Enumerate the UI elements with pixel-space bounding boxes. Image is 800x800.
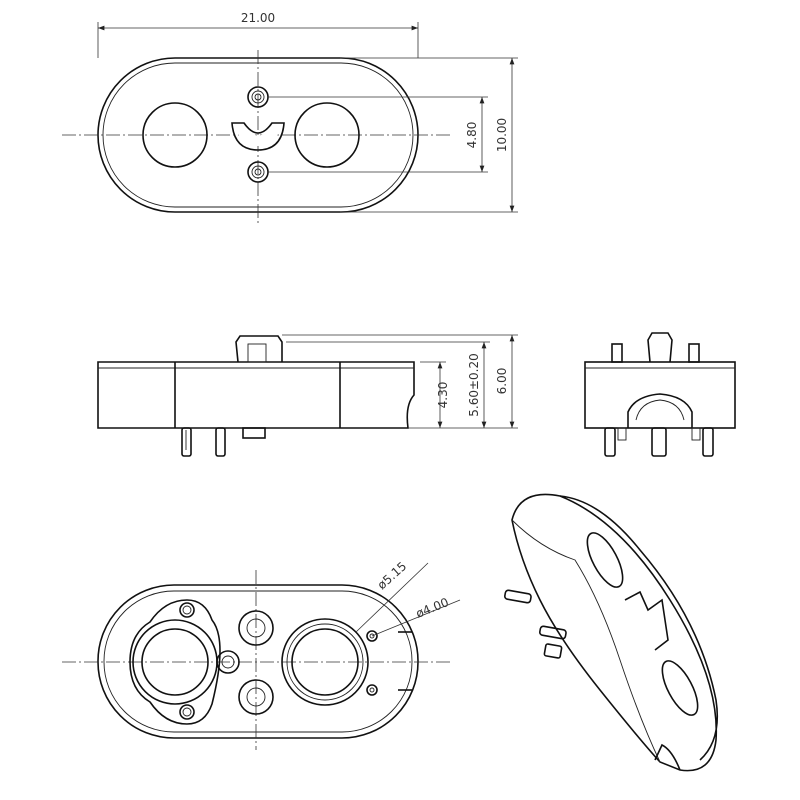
iso-top-face [559,495,719,761]
front-body [97,361,415,429]
dim-6: 6.00 [495,368,509,395]
side-body [584,361,736,429]
left-hole [142,102,208,168]
dim-dia-5-15: ø5.15 [375,559,410,592]
right-socket [291,628,359,696]
iso-pin-2 [539,625,567,640]
side-boss [647,332,673,363]
front-boss [235,335,283,363]
leader-4-00 [371,599,461,637]
dim-4-80: 4.80 [465,122,479,149]
bottom-outline [97,584,419,739]
iso-boss [624,590,669,651]
iso-notch [654,743,681,771]
left-socket [141,628,209,696]
dim-dia-4-00: ø4.00 [414,595,451,621]
dim-4-30: 4.30 [436,382,450,409]
crescent-key [231,122,285,151]
isometric-view [504,493,719,772]
iso-pin-3 [543,643,563,659]
iso-side-wall [511,493,718,772]
bottom-view: ø5.15 ø4.00 [62,559,461,750]
front-pins [181,427,266,457]
leader-5-15 [355,562,429,633]
dim-10: 10.00 [495,118,509,152]
dim-21: 21.00 [241,11,275,25]
side-view [584,332,736,457]
iso-pin-1 [504,589,532,604]
front-view: 4.30 5.60±0.20 6.00 [97,334,518,457]
left-boss-outline [129,599,221,725]
dim-5-60: 5.60±0.20 [467,353,481,417]
top-view: 21.00 4.80 10.00 [62,11,518,225]
iso-hole-bottom [661,660,699,716]
right-hole [294,102,360,168]
side-arch [627,393,693,428]
iso-hole-top [586,532,624,588]
